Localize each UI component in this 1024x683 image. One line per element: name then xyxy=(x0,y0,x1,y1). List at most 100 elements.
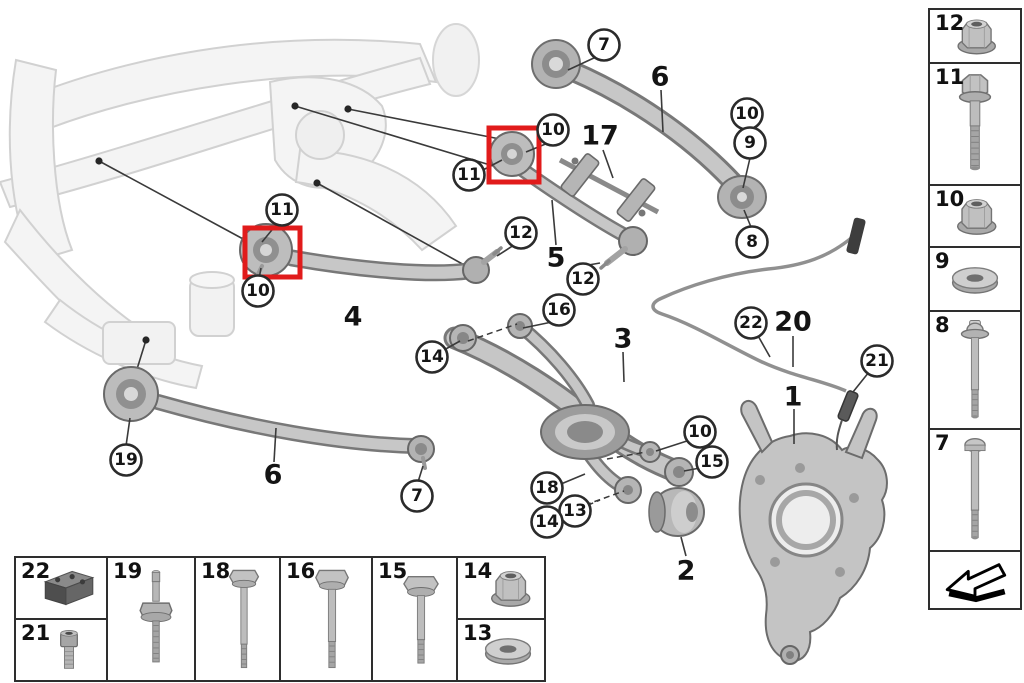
part-cell-14-13: 14 13 xyxy=(458,558,544,680)
flange-bolt-icon xyxy=(958,74,992,171)
part-cell-22-21: 22 21 xyxy=(16,558,108,680)
part-cell-7[interactable]: 7 xyxy=(930,430,1020,552)
callout-10[interactable]: 10 xyxy=(730,97,764,131)
part-cell-12[interactable]: 12 xyxy=(930,10,1020,64)
flange-nut-icon xyxy=(957,19,996,55)
cable-boot xyxy=(846,217,866,255)
highlight-box-left-bushing xyxy=(242,225,303,280)
svg-text:12: 12 xyxy=(571,269,595,289)
part-cell-21[interactable]: 21 xyxy=(16,620,106,680)
part-cell-10[interactable]: 10 xyxy=(930,186,1020,248)
callout-10[interactable]: 10 xyxy=(536,113,570,147)
callouts: 7 10 11 10 9 8 11 10 12 12 16 14 22 21 1… xyxy=(109,28,894,539)
part-cell-9[interactable]: 9 xyxy=(930,248,1020,312)
label-2: 2 xyxy=(677,556,696,587)
svg-text:11: 11 xyxy=(457,165,481,185)
hex-bolt-long-icon xyxy=(228,569,259,669)
callout-15[interactable]: 15 xyxy=(695,445,729,479)
part-cell-14[interactable]: 14 xyxy=(458,558,544,620)
callout-16[interactable]: 16 xyxy=(542,293,576,327)
callout-14[interactable]: 14 xyxy=(415,340,449,374)
back-arrow-icon xyxy=(945,563,1007,603)
svg-text:10: 10 xyxy=(735,104,759,124)
part-cell-18[interactable]: 18 xyxy=(196,558,281,680)
label-20: 20 xyxy=(774,307,812,338)
back-arrow-cell[interactable] xyxy=(930,552,1020,608)
callout-7[interactable]: 7 xyxy=(587,28,621,62)
bolt-with-washer-icon xyxy=(960,320,990,419)
label-1: 1 xyxy=(784,382,803,413)
callout-13[interactable]: 13 xyxy=(558,494,592,528)
svg-text:7: 7 xyxy=(411,486,423,506)
hex-bolt-long-icon xyxy=(315,569,349,669)
part-cell-15[interactable]: 15 xyxy=(373,558,458,680)
part-cell-19[interactable]: 19 xyxy=(108,558,196,680)
callout-12[interactable]: 12 xyxy=(566,262,600,296)
washer-icon xyxy=(484,638,532,665)
part-cell-8[interactable]: 8 xyxy=(930,312,1020,430)
label-6b: 6 xyxy=(264,460,283,491)
svg-text:12: 12 xyxy=(509,223,533,243)
callout-9[interactable]: 9 xyxy=(733,126,767,160)
callout-10[interactable]: 10 xyxy=(683,415,717,449)
sensor-21 xyxy=(837,390,859,422)
callout-11[interactable]: 11 xyxy=(265,193,299,227)
callout-7[interactable]: 7 xyxy=(400,479,434,513)
part-cell-16[interactable]: 16 xyxy=(281,558,373,680)
cable-bracket-icon xyxy=(43,570,95,606)
svg-text:14: 14 xyxy=(420,347,444,367)
svg-text:16: 16 xyxy=(547,300,571,320)
svg-text:9: 9 xyxy=(744,133,756,153)
svg-text:14: 14 xyxy=(535,512,559,532)
part-labels: 6 17 5 4 3 20 1 2 6 xyxy=(264,62,812,587)
svg-text:13: 13 xyxy=(563,501,587,521)
svg-text:7: 7 xyxy=(598,35,610,55)
svg-text:10: 10 xyxy=(541,120,565,140)
lower-wishbone xyxy=(443,313,694,504)
label-6: 6 xyxy=(651,62,670,93)
callout-21[interactable]: 21 xyxy=(860,344,894,378)
callout-10[interactable]: 10 xyxy=(241,274,275,308)
svg-text:19: 19 xyxy=(114,450,138,470)
svg-text:18: 18 xyxy=(535,478,559,498)
lower-guide-arm xyxy=(103,366,435,470)
part-cell-22[interactable]: 22 xyxy=(16,558,106,620)
svg-text:11: 11 xyxy=(270,200,294,220)
threaded-stud-icon xyxy=(139,569,173,663)
hex-bolt-icon xyxy=(964,437,986,540)
fastener-panel-right: 12 11 10 9 xyxy=(928,8,1022,610)
svg-text:8: 8 xyxy=(746,232,758,252)
washer-icon xyxy=(951,267,999,294)
svg-text:15: 15 xyxy=(700,452,724,472)
svg-text:22: 22 xyxy=(739,313,763,333)
callout-19[interactable]: 19 xyxy=(109,443,143,477)
bump-stop-faded xyxy=(432,23,480,97)
svg-text:10: 10 xyxy=(246,281,270,301)
camber-arm xyxy=(489,131,648,270)
callout-8[interactable]: 8 xyxy=(735,225,769,259)
label-17: 17 xyxy=(581,121,619,152)
callout-18[interactable]: 18 xyxy=(530,471,564,505)
part-cell-11[interactable]: 11 xyxy=(930,64,1020,186)
hex-bolt-icon xyxy=(402,576,439,664)
flange-nut-icon xyxy=(490,571,531,607)
callout-11[interactable]: 11 xyxy=(452,158,486,192)
rubber-bushing-2 xyxy=(648,487,705,537)
callout-22[interactable]: 22 xyxy=(734,306,768,340)
adjustment-link xyxy=(558,153,660,222)
trailing-arm xyxy=(239,223,503,284)
socket-head-screw-icon xyxy=(60,630,78,669)
part-cell-13[interactable]: 13 xyxy=(458,620,544,680)
svg-text:21: 21 xyxy=(865,351,889,371)
label-4: 4 xyxy=(344,302,363,333)
fastener-panel-bottom: 22 21 19 xyxy=(14,556,546,682)
label-3: 3 xyxy=(614,324,633,355)
highlight-box-upper-bushing xyxy=(486,125,542,185)
flange-nut-icon xyxy=(956,199,997,235)
svg-text:10: 10 xyxy=(688,422,712,442)
callout-12[interactable]: 12 xyxy=(504,216,538,250)
callout-14[interactable]: 14 xyxy=(530,505,564,539)
wheel-carrier xyxy=(738,399,888,665)
